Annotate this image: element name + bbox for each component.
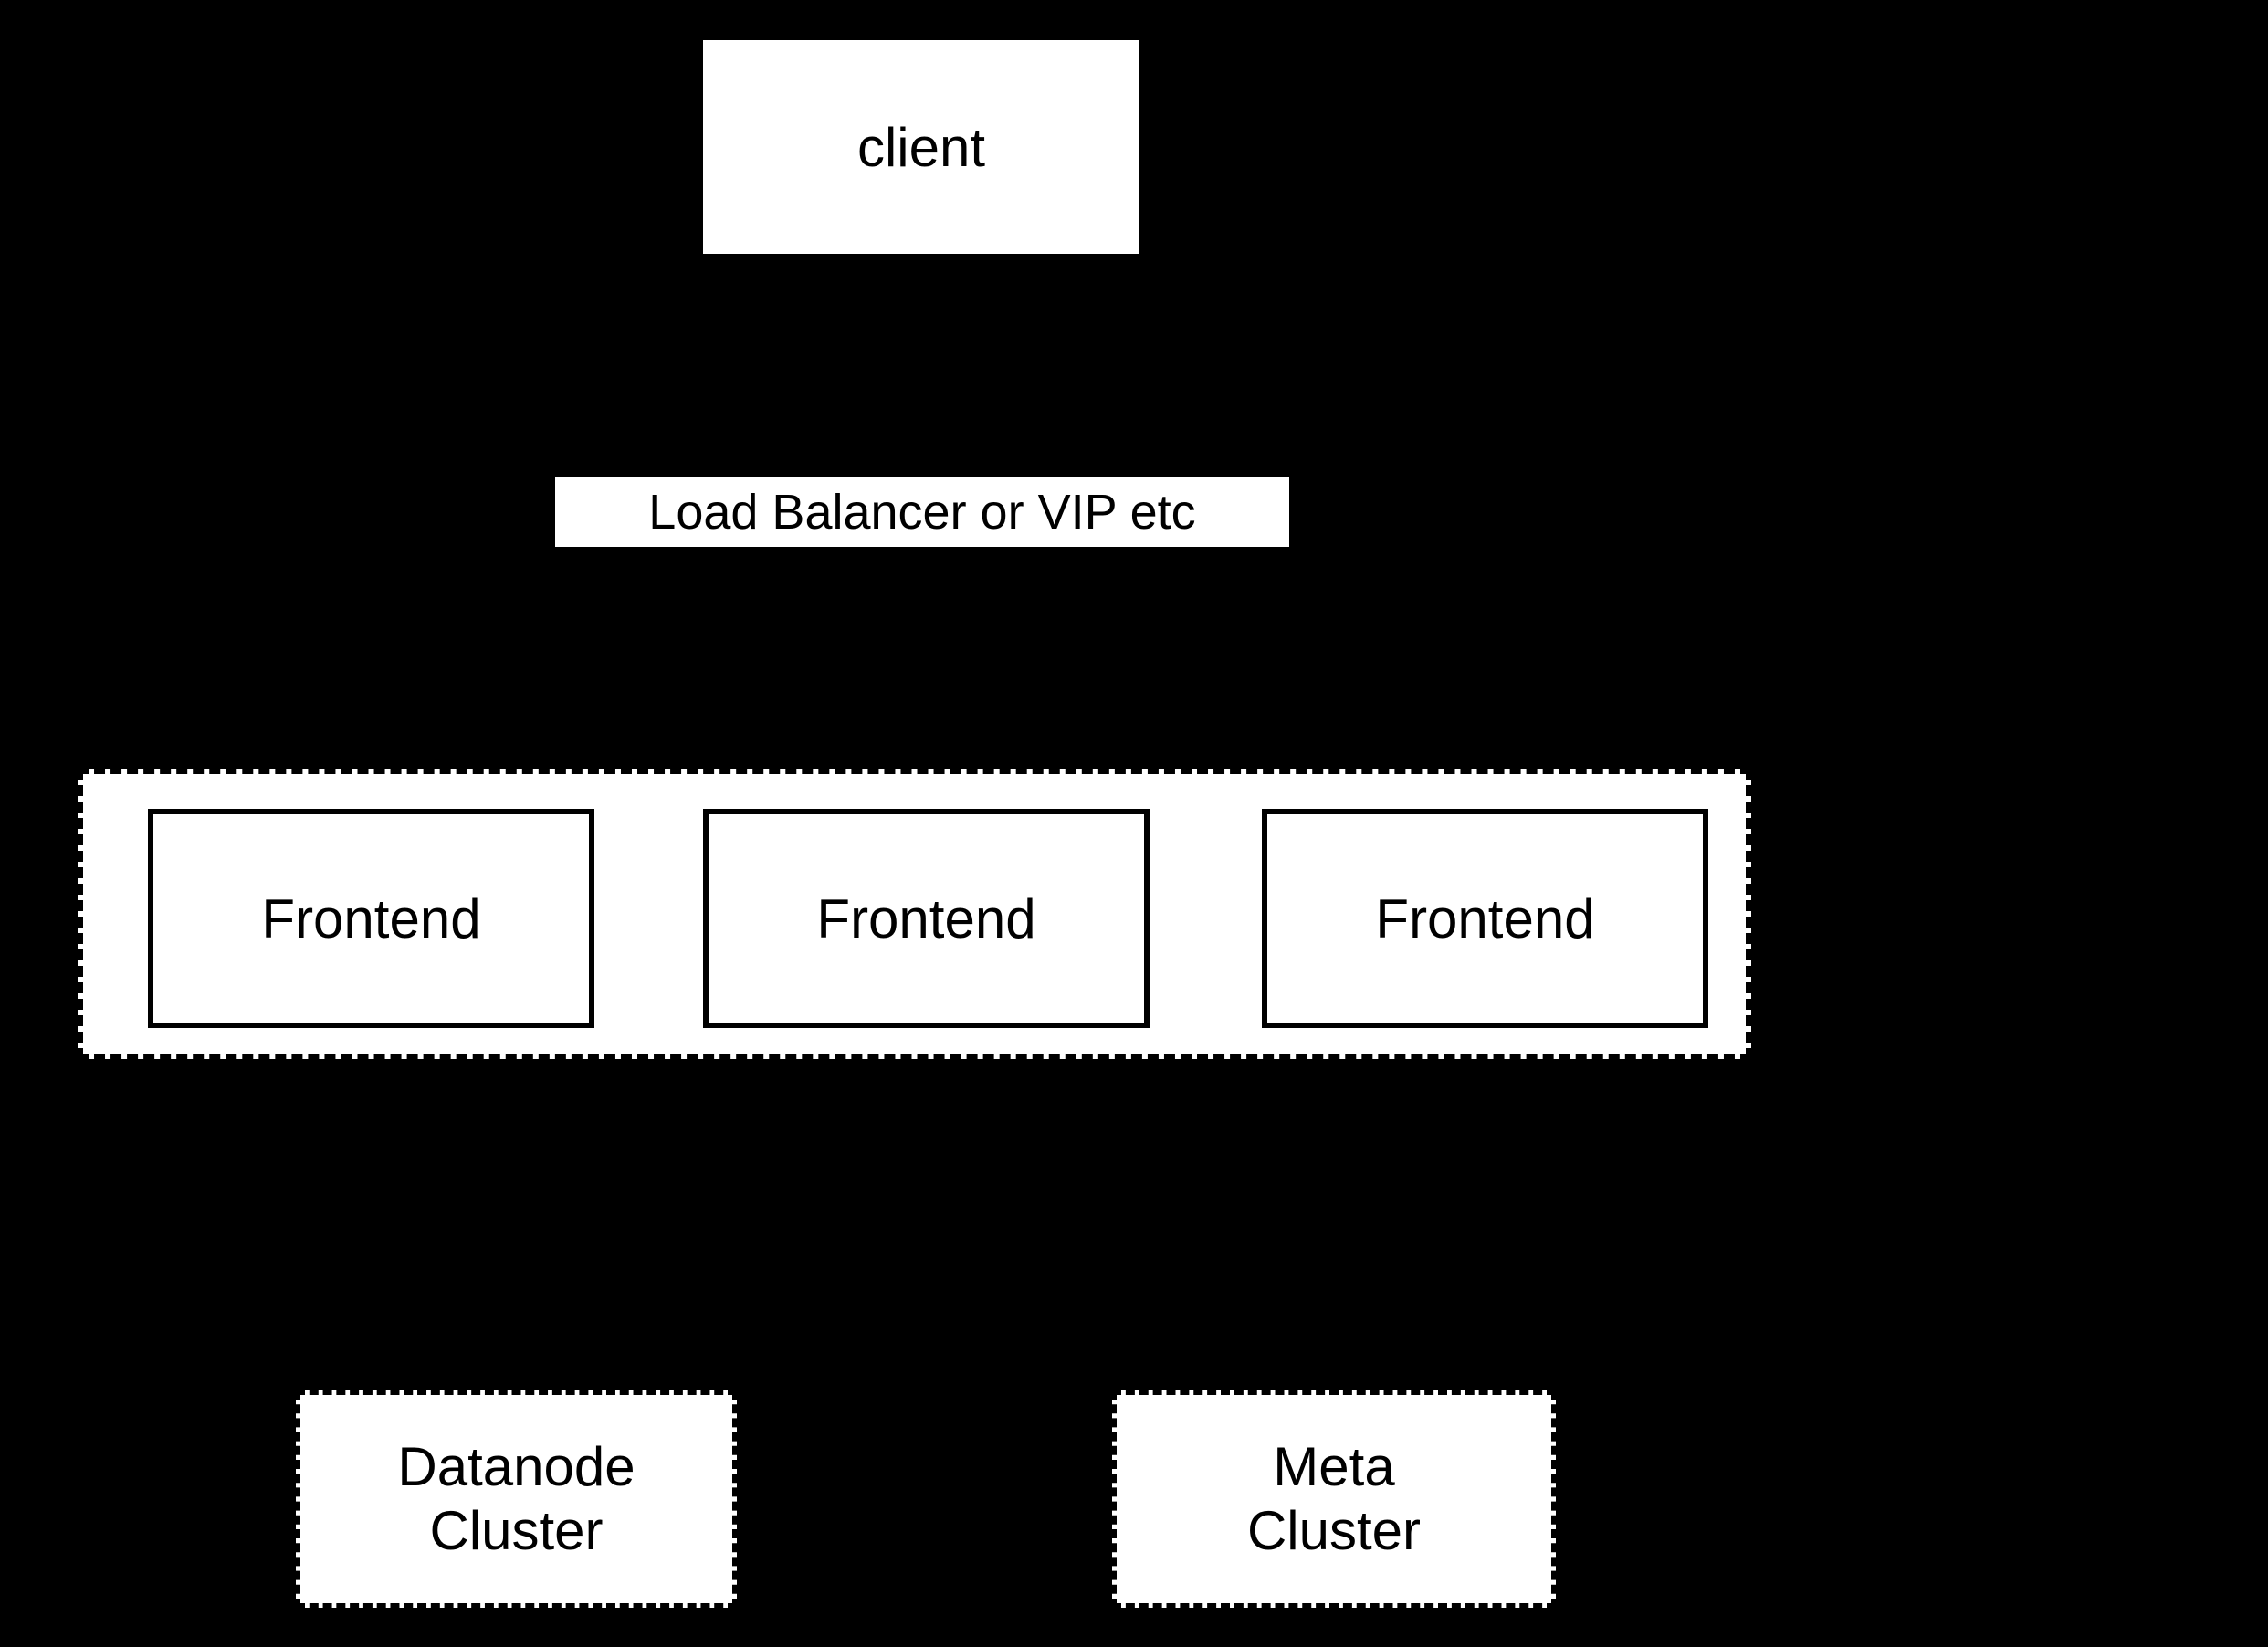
node-client: client xyxy=(703,40,1139,254)
node-frontend-2-label: Frontend xyxy=(816,887,1036,949)
node-load-balancer: Load Balancer or VIP etc xyxy=(555,477,1289,547)
node-meta-cluster-line1: Meta xyxy=(1273,1436,1395,1497)
node-load-balancer-label: Load Balancer or VIP etc xyxy=(648,485,1196,540)
node-meta-cluster: Meta Cluster xyxy=(1112,1390,1556,1608)
node-frontend-3: Frontend xyxy=(1262,809,1708,1028)
node-datanode-cluster: Datanode Cluster xyxy=(296,1390,737,1608)
frontend-cluster-container: Frontend Frontend Frontend xyxy=(78,769,1751,1059)
node-frontend-1: Frontend xyxy=(148,809,594,1028)
node-datanode-cluster-line2: Cluster xyxy=(429,1500,604,1561)
node-frontend-2: Frontend xyxy=(703,809,1150,1028)
node-frontend-1-label: Frontend xyxy=(261,887,481,949)
node-frontend-3-label: Frontend xyxy=(1375,887,1595,949)
node-datanode-cluster-line1: Datanode xyxy=(397,1436,635,1497)
node-client-label: client xyxy=(856,116,986,178)
node-meta-cluster-line2: Cluster xyxy=(1246,1500,1422,1561)
